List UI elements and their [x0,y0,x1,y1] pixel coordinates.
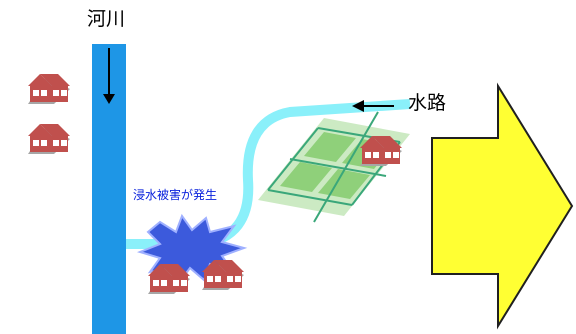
left-arrow-icon [352,100,364,112]
channel-label: 水路 [408,92,447,114]
big-right-arrow-icon [431,82,574,330]
house-icon [28,124,70,154]
house-icon [28,74,70,104]
river-label: 河川 [87,8,126,30]
rice-field [258,111,410,223]
down-arrow-icon [103,94,115,104]
flood-damage-label: 浸水被害が発生 [133,188,218,202]
